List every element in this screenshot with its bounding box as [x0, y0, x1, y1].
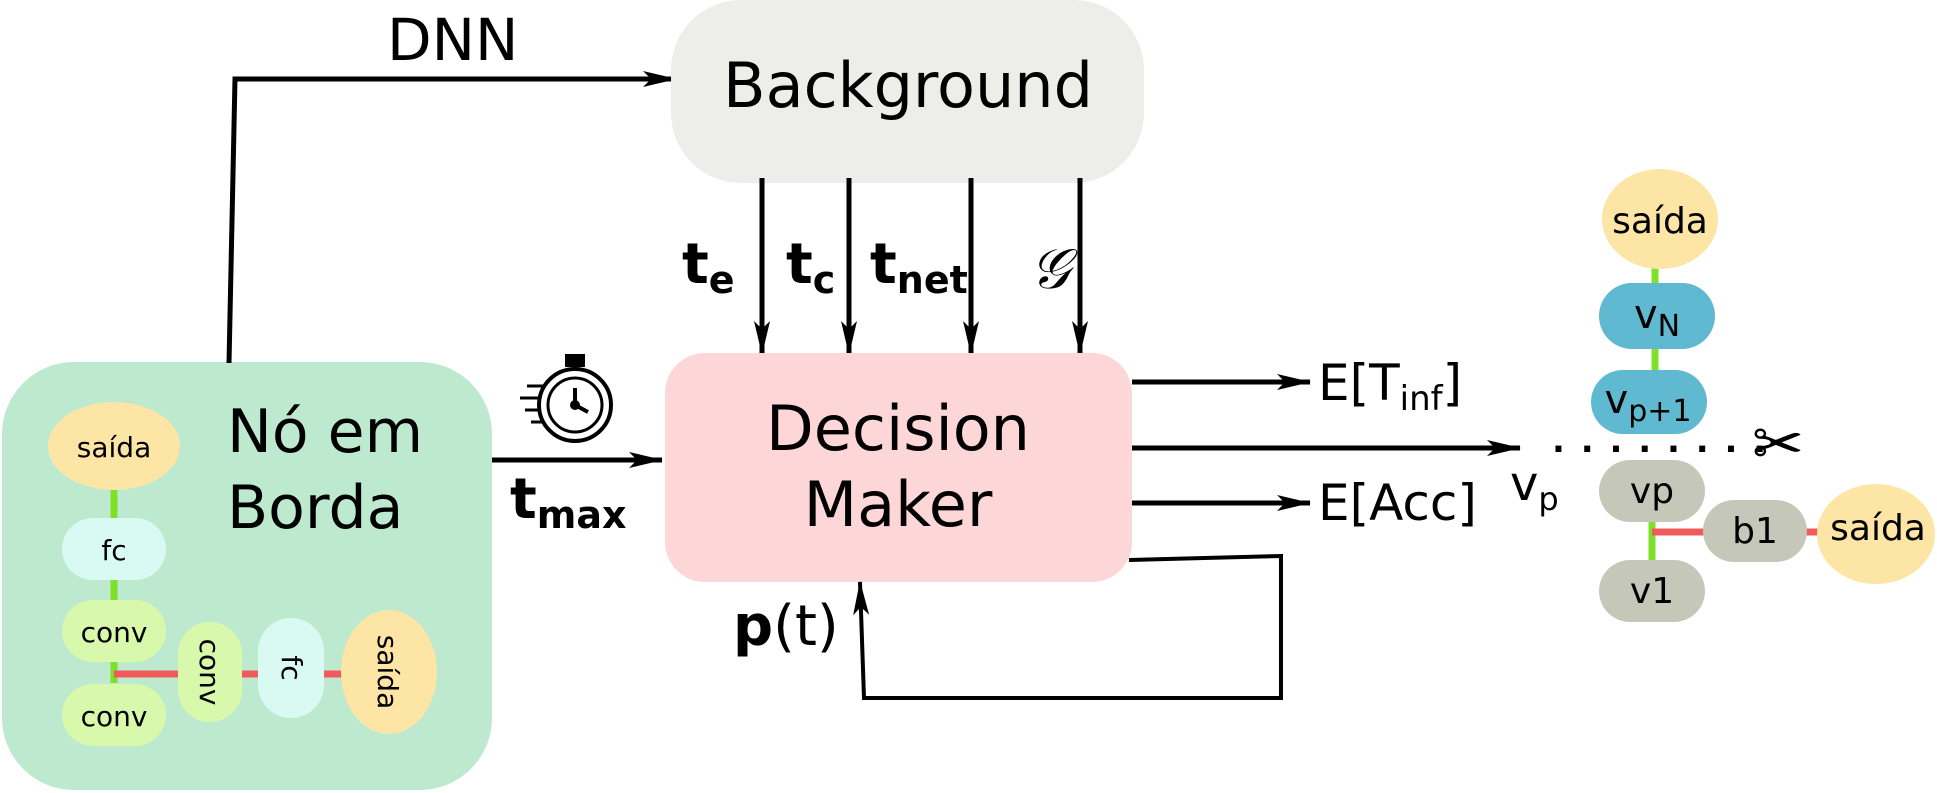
b1-node [1703, 500, 1807, 562]
partition-saida-label: saída [1612, 201, 1708, 242]
t-net-label: tnet [870, 232, 968, 302]
exp-tinf-label: E[Tinf] [1318, 354, 1462, 419]
scissors-icon: ✂ [1752, 407, 1804, 480]
edge-fc-node [62, 518, 166, 580]
exp-acc-label: E[Acc] [1318, 474, 1477, 532]
edge-branch-fc-label: fc [275, 655, 308, 680]
edge-branch-conv-node [178, 622, 242, 722]
partition-branch-saida-label: saída [1830, 508, 1926, 549]
graph-label: 𝒢 [1030, 237, 1078, 302]
t-max-label: tmax [510, 467, 627, 537]
vp1-label: vp+1 [1605, 377, 1692, 429]
stopwatch-icon [520, 354, 613, 443]
vn-label: vN [1634, 292, 1680, 344]
vn-node [1599, 283, 1715, 349]
vp-label: vp [1510, 456, 1559, 518]
partition-branch-saida-node [1817, 484, 1935, 584]
vp-node-label: vp [1630, 471, 1674, 512]
edge-branch-conv-label: conv [193, 639, 226, 706]
feedback-arrow [853, 553, 1283, 700]
edge-conv-label-2: conv [81, 700, 148, 733]
decision-maker-label-line2: Maker [804, 468, 993, 541]
edge-conv-node-1 [62, 600, 166, 662]
edge-node-label-line2: Borda [227, 473, 403, 543]
edge-saida-node [48, 402, 180, 490]
vp-node [1599, 460, 1705, 522]
t-e-label: te [682, 232, 735, 302]
b1-node-label: b1 [1732, 511, 1778, 552]
decision-maker-label-line1: Decision [766, 392, 1030, 465]
t-c-label: tc [786, 232, 835, 302]
edge-branch-saida-node [341, 610, 437, 734]
background-box [671, 0, 1144, 183]
partition-saida-node [1602, 169, 1718, 269]
v1-node-label: v1 [1630, 571, 1674, 612]
decision-maker-box [665, 353, 1132, 582]
edge-conv-node-2 [62, 684, 166, 746]
edge-node-label-line1: Nó em [227, 397, 423, 467]
vp1-node [1591, 370, 1707, 434]
edge-saida-label: saída [77, 431, 151, 464]
background-label: Background [723, 49, 1093, 122]
p-t-label: p(t) [733, 594, 839, 659]
edge-branch-fc-node [258, 618, 324, 718]
edge-fc-label: fc [101, 534, 126, 567]
edge-conv-label-1: conv [81, 616, 148, 649]
dnn-arrow [226, 71, 677, 364]
v1-node [1599, 560, 1705, 622]
edge-branch-saida-label: saída [371, 635, 404, 709]
dnn-label: DNN [387, 6, 518, 74]
